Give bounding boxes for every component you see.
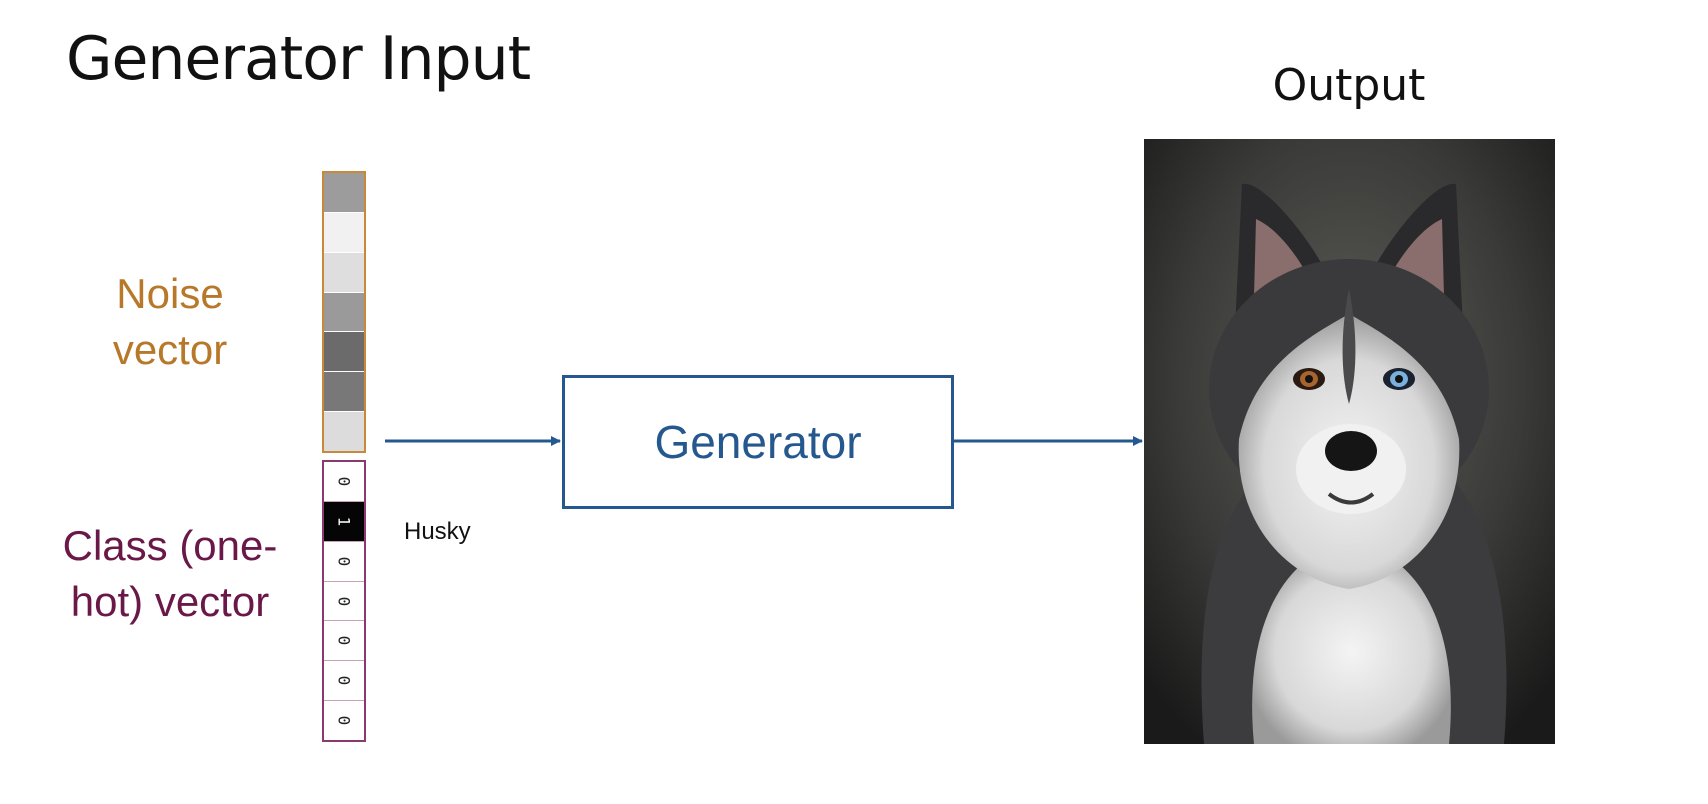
class-cell: 0 (324, 661, 364, 702)
noise-cell (324, 332, 364, 373)
noise-cell (324, 173, 364, 213)
noise-cell (324, 212, 364, 253)
noise-vector (322, 171, 366, 453)
class-cell: 0 (324, 621, 364, 662)
class-cell-value: 0 (334, 476, 354, 487)
class-vector-label: Class (one- hot) vector (30, 518, 310, 630)
generator-box: Generator (562, 375, 954, 509)
class-cell: 0 (324, 542, 364, 582)
class-cell-value: 0 (334, 675, 354, 686)
generator-label: Generator (654, 416, 862, 468)
class-one-hot-vector: 0 1 0 0 0 0 0 (322, 460, 366, 742)
husky-class-label: Husky (404, 518, 471, 545)
noise-label-line2: vector (112, 326, 228, 373)
husky-output-image (1144, 139, 1555, 744)
noise-cell (324, 372, 364, 413)
class-cell-value: 0 (334, 636, 354, 646)
class-cell-value: 0 (334, 596, 354, 606)
class-cell: 0 (324, 462, 364, 502)
noise-vector-label: Noise vector (60, 266, 280, 378)
class-cell: 0 (324, 701, 364, 740)
noise-cell (324, 412, 364, 452)
output-label: Output (1272, 60, 1426, 111)
class-label-line2: hot) vector (70, 578, 270, 625)
class-cell: 1 (324, 501, 364, 542)
husky-illustration (1144, 139, 1555, 744)
class-cell-value: 1 (334, 516, 354, 527)
class-cell-value: 0 (334, 715, 354, 726)
noise-cell (324, 292, 364, 333)
class-cell: 0 (324, 582, 364, 622)
noise-cell (324, 252, 364, 293)
class-label-line1: Class (one- (62, 522, 278, 569)
slide-title: Generator Input (66, 24, 531, 94)
class-cell-value: 0 (334, 556, 354, 566)
noise-label-line1: Noise (116, 270, 224, 317)
